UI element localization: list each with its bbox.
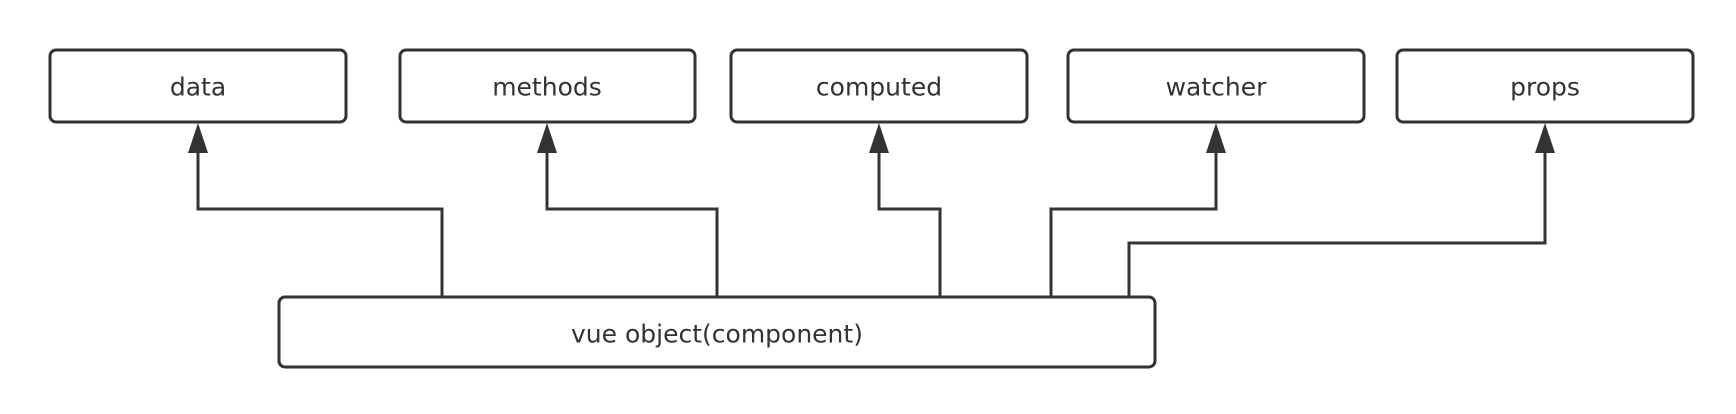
node-label: watcher	[1166, 73, 1268, 102]
edge-component-to-props	[1127, 123, 1555, 297]
edge-component-to-methods	[537, 123, 719, 297]
node-data: data	[48, 48, 348, 124]
connector-line	[545, 152, 719, 297]
node-component: vue object(component)	[277, 295, 1157, 369]
arrowhead-icon	[869, 123, 889, 153]
edge-component-to-watcher	[1049, 123, 1226, 297]
edge-component-to-data	[188, 123, 444, 297]
arrowhead-icon	[1206, 123, 1226, 153]
node-methods: methods	[398, 48, 697, 124]
edges	[188, 123, 1555, 297]
node-watcher: watcher	[1066, 48, 1366, 124]
arrowhead-icon	[537, 123, 557, 153]
arrowhead-icon	[188, 123, 208, 153]
connector-line	[196, 152, 444, 297]
connector-line	[1127, 152, 1547, 297]
node-box	[277, 295, 1157, 369]
node-props: props	[1395, 48, 1695, 124]
node-box	[398, 48, 697, 124]
connector-line	[1049, 152, 1218, 297]
node-label: computed	[816, 73, 942, 102]
node-box	[48, 48, 348, 124]
node-label: data	[170, 73, 226, 102]
arrowhead-icon	[1535, 123, 1555, 153]
node-label: methods	[492, 73, 602, 102]
node-label: props	[1510, 73, 1580, 102]
edge-component-to-computed	[869, 123, 942, 297]
node-computed: computed	[729, 48, 1029, 124]
node-box	[729, 48, 1029, 124]
node-box	[1066, 48, 1366, 124]
node-label: vue object(component)	[571, 320, 863, 349]
node-box	[1395, 48, 1695, 124]
connector-line	[877, 152, 942, 297]
